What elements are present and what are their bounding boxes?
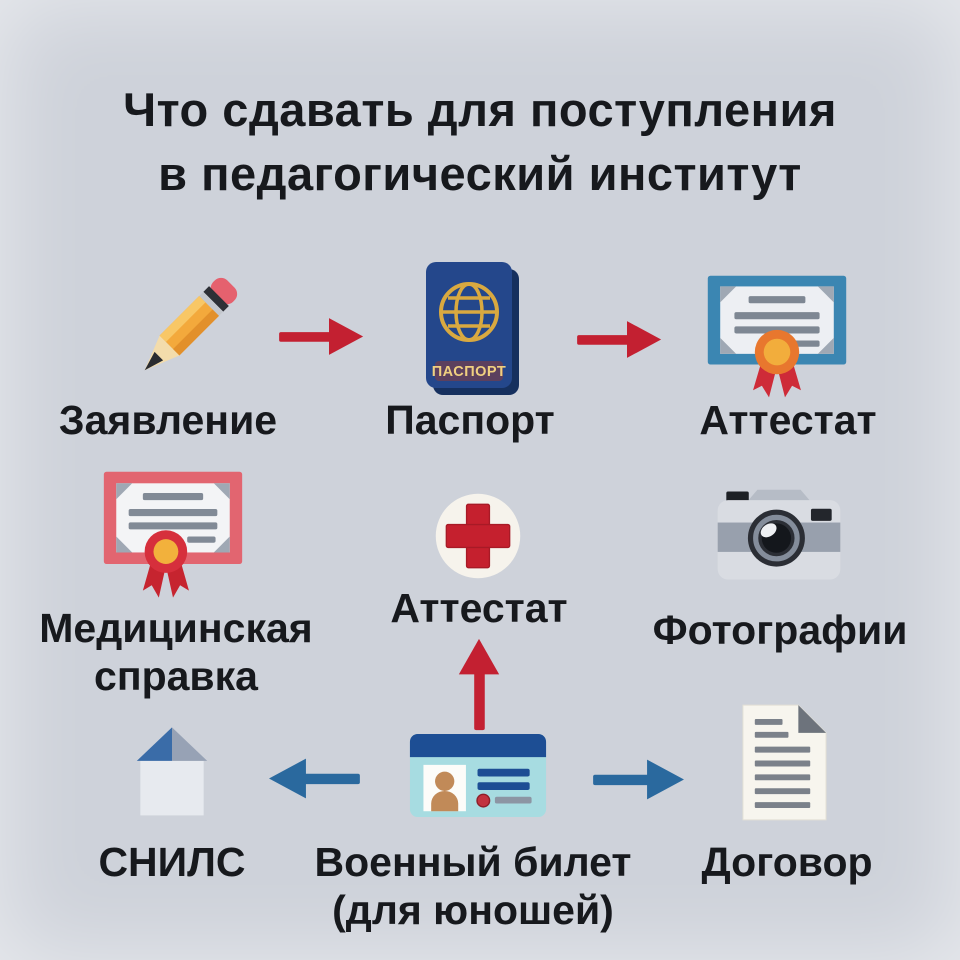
page-title-line1: Что сдавать для поступления [123, 83, 837, 136]
page-title-line2: в педагогический институт [158, 147, 802, 200]
item-label-zayavlenie: Заявление [58, 397, 278, 443]
id-card-icon [409, 733, 547, 818]
item-label-med-spravka-line2: справка [94, 653, 258, 699]
item-label-attestat2: Аттестат [390, 585, 568, 631]
passport-icon: ПАСПОРТ [426, 262, 519, 395]
arrow-up-icon [458, 638, 500, 731]
item-label-snils: СНИЛС [98, 839, 246, 885]
item-label-voenny-bilet-line2: (для юношей) [332, 887, 614, 933]
passport-cover-text: ПАСПОРТ [432, 364, 507, 380]
certificate-icon [707, 275, 847, 398]
pencil-icon [144, 277, 238, 371]
arrow-right-icon [279, 318, 364, 355]
arrow-right-icon [593, 759, 684, 800]
house-icon [136, 727, 208, 816]
item-label-attestat: Аттестат [699, 397, 877, 443]
document-icon [742, 704, 827, 821]
item-label-med-spravka-line1: Медицинская [39, 605, 313, 651]
item-label-voenny-bilet: Военный билет (для юношей) [303, 838, 643, 934]
item-label-med-spravka: Медицинская справка [16, 604, 336, 700]
medical-certificate-icon [103, 471, 243, 598]
item-label-pasport: Паспорт [385, 397, 555, 443]
arrow-left-icon [269, 758, 360, 799]
red-cross-icon [435, 493, 521, 579]
camera-icon [717, 489, 841, 580]
arrow-right-icon [577, 321, 662, 358]
item-label-dogovor: Договор [701, 839, 873, 885]
item-label-fotografii: Фотографии [652, 607, 908, 653]
page-title: Что сдавать для поступления в педагогиче… [0, 78, 960, 206]
item-label-voenny-bilet-line1: Военный билет [314, 839, 632, 885]
